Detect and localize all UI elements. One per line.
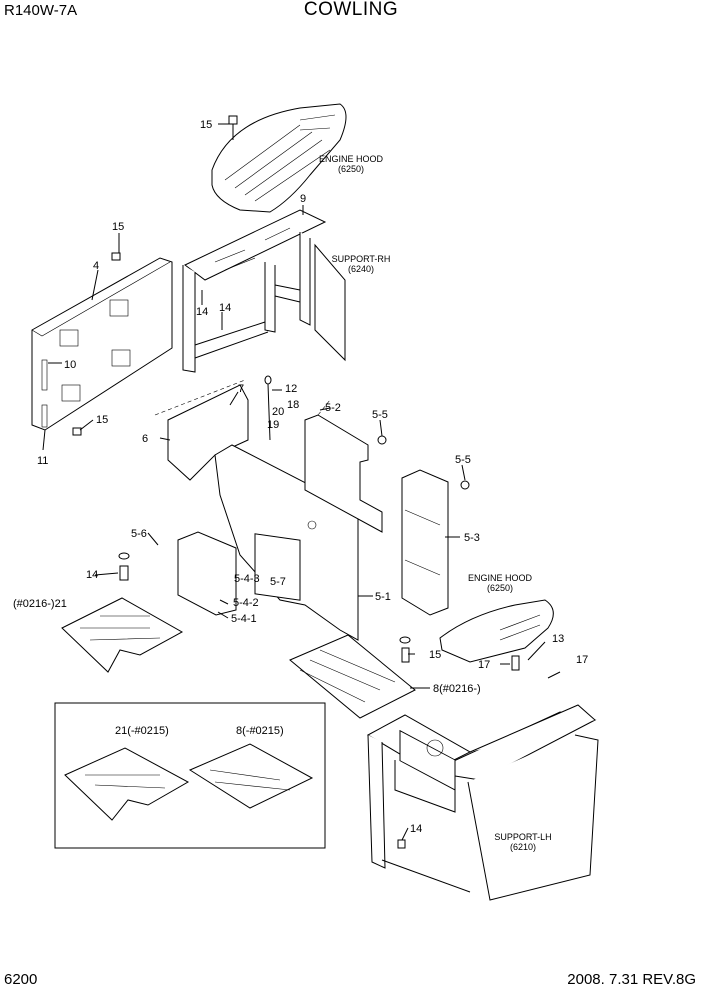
page-title: COWLING (303, 0, 399, 20)
engine-hood-right (439, 599, 554, 663)
svg-text:(6210): (6210) (510, 842, 536, 852)
support-rh-frame (182, 209, 346, 373)
part-label: 15 (96, 414, 108, 426)
part-label: 12 (285, 383, 297, 395)
part-label: (#0216-)21 (13, 598, 67, 610)
engine-hood-top (211, 103, 347, 213)
part-label: 5-4-1 (231, 613, 257, 625)
part-label: 5-6 (131, 528, 147, 540)
part-label: 14 (219, 302, 231, 314)
part-label: 8(#0216-) (433, 683, 481, 695)
part-label: 6 (142, 433, 148, 445)
part-label: 14 (86, 569, 98, 581)
callout-support-lh: SUPPORT-LH (6210) (494, 832, 551, 852)
part-label: 15 (200, 119, 212, 131)
part-label: 9 (300, 193, 306, 205)
part-label: 20 (272, 406, 284, 418)
part-label: 15 (429, 649, 441, 661)
part-label: 5-2 (325, 402, 341, 414)
callout-support-rh: SUPPORT-RH (6240) (332, 254, 391, 274)
part-label: 8(-#0215) (236, 725, 284, 737)
part-label: 17 (576, 654, 588, 666)
part-label: 5-4-2 (233, 597, 259, 609)
plate-8-new (289, 634, 416, 719)
part-label: 18 (287, 399, 299, 411)
callout-engine-hood-right: ENGINE HOOD (6250) (468, 573, 533, 593)
part-label: 5-5 (372, 409, 388, 421)
date-revision: 2008. 7.31 REV.8G (567, 971, 696, 988)
leader-lines (42, 123, 561, 841)
part-label: 15 (112, 221, 124, 233)
panel-5-2 (304, 399, 383, 533)
part-label: 21(-#0215) (115, 725, 169, 737)
panel-5-3 (401, 469, 449, 616)
svg-text:ENGINE HOOD: ENGINE HOOD (319, 154, 384, 164)
part-label: 5-3 (464, 532, 480, 544)
part-label: 13 (552, 633, 564, 645)
svg-text:(6250): (6250) (487, 583, 513, 593)
svg-text:SUPPORT-LH: SUPPORT-LH (494, 832, 551, 842)
part-label: 11 (37, 455, 48, 467)
part-label: 17 (478, 659, 490, 671)
plate-21-new (61, 597, 184, 673)
support-lh-frame (366, 704, 599, 901)
part-label: 19 (267, 419, 279, 431)
part-label: 10 (64, 359, 76, 371)
part-label: 4 (93, 260, 99, 272)
panel-5-4-1 (177, 531, 237, 616)
part-label: 14 (410, 823, 422, 835)
part-number-labels: 15 9 15 4 14 14 10 15 11 7 12 18 20 19 6… (13, 119, 588, 835)
old-version-box (54, 702, 326, 849)
page-number: 6200 (4, 971, 38, 988)
svg-text:(6240): (6240) (348, 264, 374, 274)
part-label: 5-1 (375, 591, 391, 603)
part-label: 14 (196, 306, 208, 318)
svg-text:ENGINE HOOD: ENGINE HOOD (468, 573, 533, 583)
part-label: 5-5 (455, 454, 471, 466)
model-code: R140W-7A (4, 2, 78, 19)
fasteners (72, 115, 520, 849)
part-label: 5-4-3 (234, 573, 260, 585)
callout-engine-hood-top: ENGINE HOOD (6250) (319, 154, 384, 174)
svg-text:(6250): (6250) (338, 164, 364, 174)
svg-text:SUPPORT-RH: SUPPORT-RH (332, 254, 391, 264)
part-label: 5-7 (270, 576, 286, 588)
part-label: 7 (238, 383, 244, 395)
side-panel-4 (31, 257, 173, 431)
